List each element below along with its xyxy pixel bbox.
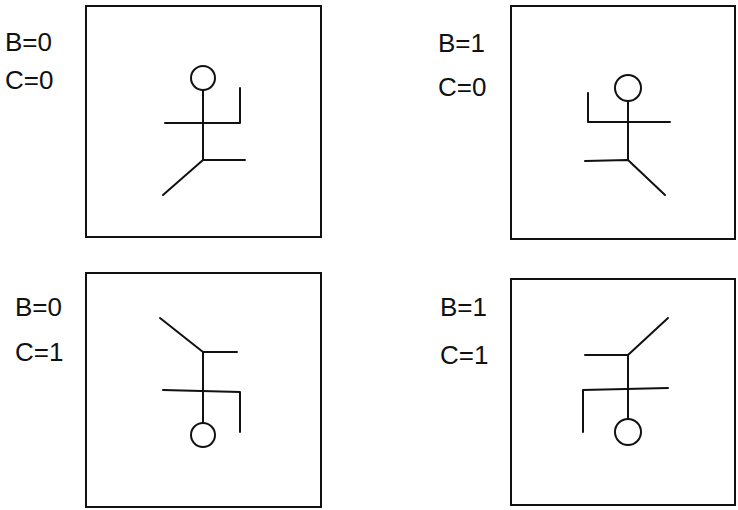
condition-label: B=1 bbox=[440, 292, 487, 322]
figure-arms bbox=[588, 93, 670, 122]
figure-head bbox=[191, 423, 215, 447]
condition-label: C=0 bbox=[5, 65, 53, 95]
figure-body bbox=[202, 352, 204, 423]
panel-box: B=0C=1 bbox=[0, 272, 322, 508]
panel-box: B=1C=0 bbox=[430, 5, 736, 240]
figure-arms bbox=[583, 388, 668, 432]
figure-arms bbox=[163, 390, 240, 432]
stick-figure bbox=[585, 75, 670, 195]
condition-label: C=1 bbox=[15, 337, 63, 367]
figure-body bbox=[202, 90, 204, 160]
panel-frame bbox=[85, 5, 322, 238]
condition-label: B=0 bbox=[15, 292, 62, 322]
figure-legs bbox=[160, 318, 237, 352]
figure-legs bbox=[163, 160, 245, 195]
figure-body bbox=[627, 355, 629, 419]
panel-frame bbox=[510, 278, 736, 506]
figure-legs bbox=[585, 160, 665, 195]
condition-label: B=0 bbox=[5, 27, 52, 57]
panel-frame bbox=[510, 5, 736, 240]
condition-label: C=1 bbox=[440, 340, 488, 370]
condition-label: C=0 bbox=[438, 72, 486, 102]
figure-head bbox=[191, 66, 215, 90]
panel-box: B=1C=1 bbox=[430, 278, 736, 506]
stick-figure bbox=[163, 66, 245, 195]
figure-legs bbox=[585, 318, 668, 355]
condition-label: B=1 bbox=[438, 28, 485, 58]
figure-body bbox=[627, 101, 629, 160]
panel-box: B=0C=0 bbox=[0, 5, 322, 238]
stick-figure bbox=[583, 318, 668, 445]
panel-frame bbox=[85, 272, 322, 508]
figure-head bbox=[615, 75, 641, 101]
figure-head bbox=[615, 419, 641, 445]
stick-figure bbox=[160, 318, 240, 447]
figure-arms bbox=[165, 88, 240, 123]
